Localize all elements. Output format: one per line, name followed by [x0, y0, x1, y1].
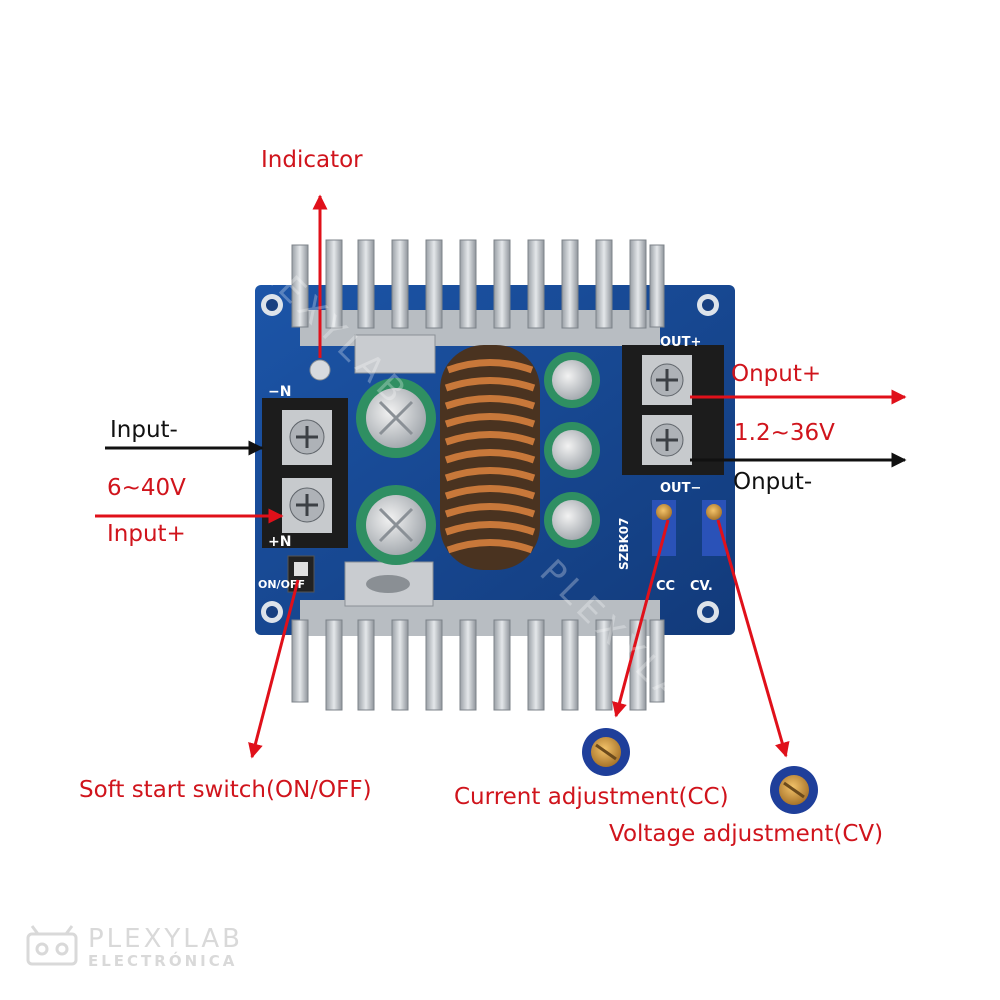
silkscreen: −N +N ON/OFF OUT+ OUT− CC CV. SZBK07	[258, 335, 713, 594]
brand-watermark: PLEXYLAB ELECTRÓNICA	[24, 924, 264, 976]
toroid-inductor	[440, 345, 540, 570]
label-soft-start: Soft start switch(ON/OFF)	[79, 777, 372, 803]
label-current-adjust: Current adjustment(CC)	[454, 784, 729, 810]
silk-cv: CV.	[690, 579, 713, 594]
silk-out-plus: OUT+	[660, 335, 701, 350]
cv-pot-closeup	[770, 766, 818, 814]
output-terminal-block	[622, 345, 724, 475]
top-heatsink	[291, 239, 665, 374]
bottom-heatsink	[291, 561, 665, 711]
label-voltage-adjust: Voltage adjustment(CV)	[609, 821, 884, 847]
soft-start-switch	[287, 555, 315, 593]
label-output-plus: Onput+	[731, 361, 822, 387]
input-terminal-block	[262, 398, 348, 548]
label-input-voltage: 6~40V	[107, 475, 186, 501]
brand-name: PLEXYLAB	[88, 924, 243, 954]
label-indicator: Indicator	[261, 147, 363, 173]
silk-in-plus: +N	[268, 534, 291, 550]
arrow-cc	[612, 519, 670, 718]
silk-cc: CC	[656, 579, 675, 594]
label-input-plus: Input+	[107, 521, 186, 547]
arrow-soft-start	[248, 579, 300, 759]
brand-logo-icon	[26, 925, 78, 966]
label-input-minus: Input-	[110, 417, 178, 443]
callout-arrows	[95, 194, 907, 759]
silk-in-minus: −N	[268, 384, 291, 400]
cc-pot-closeup	[582, 728, 630, 776]
silk-on-off: ON/OFF	[258, 578, 305, 591]
trim-potentiometers	[652, 500, 726, 556]
label-output-minus: Onput-	[733, 469, 813, 495]
silk-model: SZBK07	[617, 518, 631, 571]
silk-out-minus: OUT−	[660, 481, 701, 496]
label-output-voltage: 1.2~36V	[734, 420, 835, 446]
indicator-led	[309, 359, 331, 381]
brand-subtitle: ELECTRÓNICA	[88, 952, 238, 970]
output-capacitors	[544, 352, 600, 548]
arrow-cv	[716, 519, 790, 758]
input-capacitors	[356, 378, 436, 565]
